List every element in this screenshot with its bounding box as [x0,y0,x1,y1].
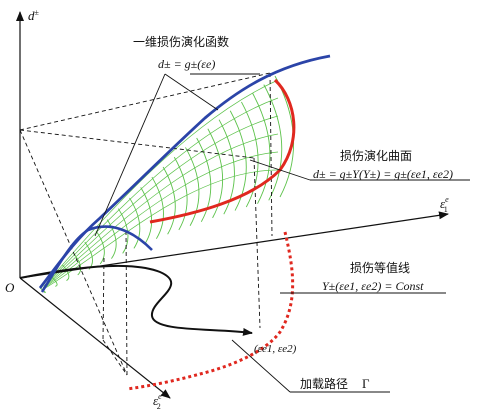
surface-mesh-section [241,101,259,208]
surface-mesh-line [43,79,279,287]
surface-mesh-section [73,253,82,276]
surface-mesh-line [42,133,279,289]
one-dim-function-title: 一维损伤演化函数 [133,34,229,49]
one-dim-curve-lower [40,225,153,293]
surface-mesh-section [39,287,46,293]
loading-path [19,265,253,336]
e2-axis [19,277,171,399]
damage-surface-formula: d± = g±Y(Y±) = g±(εe1, εe2) [313,167,453,181]
surface-mesh-section [229,110,247,211]
surface-mesh [39,75,294,293]
damage-contour-formula: Y±(εe1, εe2) = Const [322,279,424,293]
surface-mesh-section [218,119,235,215]
surface-mesh-section [106,219,117,259]
damage-surface-title: 损伤演化曲面 [340,148,412,163]
surface-mesh-section [129,197,141,249]
surface-mesh-section [62,264,70,281]
surface-mesh-section [207,128,223,219]
surface-mesh-line [43,97,279,288]
surface-mesh-line [41,169,279,291]
origin-label: O [5,280,15,295]
surface-mesh-section [84,241,93,270]
loading-path-symbol: Γ [362,376,370,391]
surface-mesh-section [196,137,212,222]
surface-mesh-section [185,147,200,226]
surface-mesh-section [162,166,176,235]
surface-mesh-section [173,156,188,231]
surface-mesh-section [263,84,283,201]
construction-lines [19,72,273,376]
one-dim-function-formula: d± = g±(εe) [158,57,215,71]
surface-mesh-section [151,176,164,240]
d-axis-label: d± [28,8,40,23]
strain-point-label: (εe1, εe2) [254,343,297,355]
damage-contour-title: 损伤等值线 [350,260,410,275]
surface-mesh-section [95,230,105,265]
surface-mesh-section [140,187,152,244]
loading-path-title: 加载路径 [300,376,348,391]
leader-lines [94,73,470,393]
surface-mesh-line [42,115,279,288]
